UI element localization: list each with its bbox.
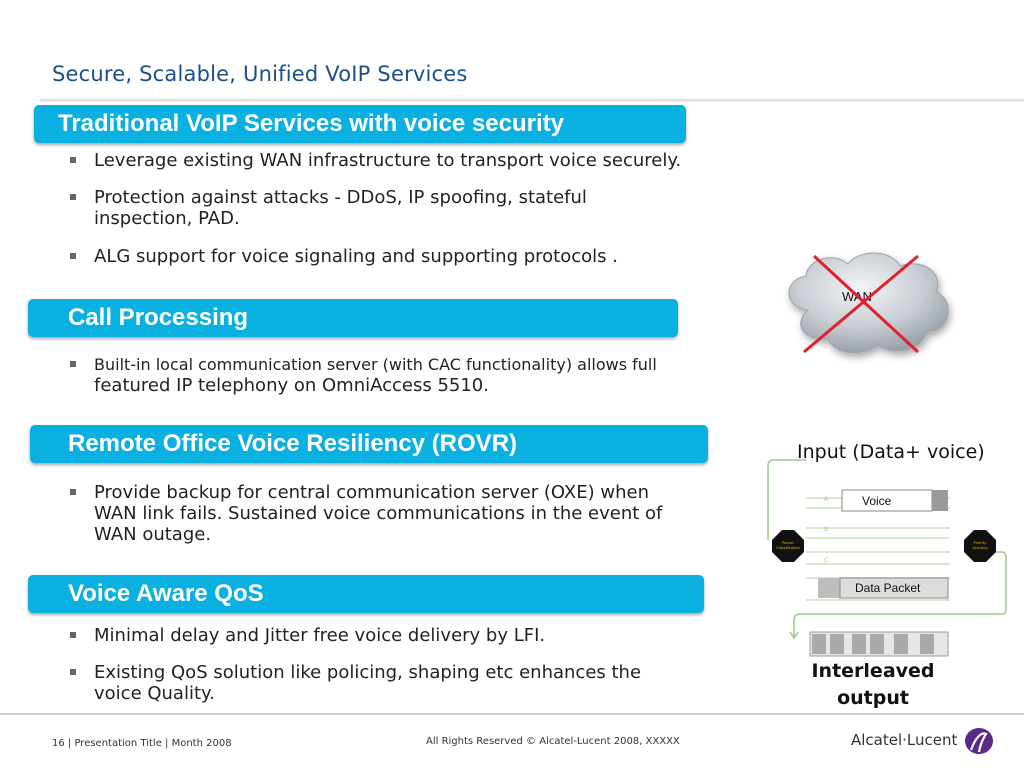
footer-divider [0,713,1024,715]
footer-page-info: 16 | Presentation Title | Month 2008 [52,738,232,749]
output-packet [830,634,844,654]
section-heading-qos: Voice Aware QoS [68,580,264,607]
cross-icon [812,254,920,354]
bullet-text: Provide backup for central communication… [94,482,662,545]
data-packet-box [839,577,949,599]
bullet-line: inspection, PAD. [94,208,240,229]
bullet-line: Built-in local communication server (wit… [94,355,657,374]
voice-label: Voice [862,494,892,508]
section-band-qos: Voice Aware QoS [28,575,704,613]
data-packet-label: Data Packet [855,581,921,595]
bullet-marker [70,669,76,675]
bullet-line: voice Quality. [94,683,215,704]
bullet-marker [70,157,76,163]
section-heading-call-processing: Call Processing [68,304,249,331]
priority-queuing-label: Priority [974,541,988,545]
slide-title: Secure, Scalable, Unified VoIP Services [52,62,468,86]
bullet-line: WAN link fails. Sustained voice communic… [94,503,663,524]
bullet-line: Provide backup for central communication… [94,482,649,503]
bullet-marker [70,632,76,638]
bullet-line: featured IP telephony on OmniAccess 5510… [94,375,489,396]
bullet-line: Existing QoS solution like policing, sha… [94,662,642,683]
bullet-text: Protection against attacks - DDoS, IP sp… [94,187,587,229]
lane-label-c: C [824,557,828,564]
title-divider [40,99,1024,102]
output-label-line-1: Interleaved [811,660,935,682]
cloud-icon [788,252,949,354]
bullet-text: Minimal delay and Jitter free voice deli… [94,625,546,646]
wan-cloud-diagram: WAN [788,252,949,354]
output-packet [870,634,884,654]
section-band-rovr: Remote Office Voice Resiliency (ROVR) [30,425,708,463]
logo-text: Alcatel·Lucent [851,731,958,749]
bullet-marker [70,361,76,367]
data-packet-segment [818,578,840,598]
bullet-marker [70,194,76,200]
section-heading-voip-security: Traditional VoIP Services with voice sec… [58,110,564,137]
output-label-line-2: output [837,687,909,709]
footer-copyright: All Rights Reserved © Alcatel-Lucent 200… [426,736,680,747]
output-packet [812,634,826,654]
section-band-call-processing: Call Processing [28,299,678,337]
output-arrow-icon [789,631,799,640]
output-packet [852,634,866,654]
bullet-line: Protection against attacks - DDoS, IP sp… [94,187,587,208]
lfi-diagram: Voice Data Packet A B C D Packet Classif… [767,459,1007,657]
lane-label-d: D [824,587,829,594]
priority-queuing-label-2: Queuing [972,546,987,550]
interleaved-output-bar [809,631,949,657]
packet-classification-label: Packet [782,541,794,545]
section-band-voip-security: Traditional VoIP Services with voice sec… [34,105,686,143]
lane-label-b: B [824,526,828,533]
bullet-line: WAN outage. [94,524,212,545]
priority-queuing-icon [964,530,996,562]
lane-label-a: A [824,496,829,503]
output-feed-line [793,551,1007,636]
cross-icon-stroke [803,254,919,354]
bullet-text: Leverage existing WAN infrastructure to … [94,150,682,171]
alcatel-lucent-logo-icon [965,728,993,754]
output-label: Interleaved output [790,658,956,712]
bullet-marker [70,253,76,259]
output-packet [894,634,908,654]
voice-packet [932,490,948,511]
bullet-text: Built-in local communication server (wit… [94,354,657,396]
output-packet [920,634,934,654]
packet-classification-label-2: Classification [776,546,800,550]
bullet-text: Existing QoS solution like policing, sha… [94,662,641,704]
input-label: Input (Data+ voice) [797,441,985,463]
input-feed-line [767,459,806,540]
bullet-text: ALG support for voice signaling and supp… [94,246,618,267]
packet-classification-icon [772,530,804,562]
section-heading-rovr: Remote Office Voice Resiliency (ROVR) [68,430,518,457]
bullet-marker [70,489,76,495]
